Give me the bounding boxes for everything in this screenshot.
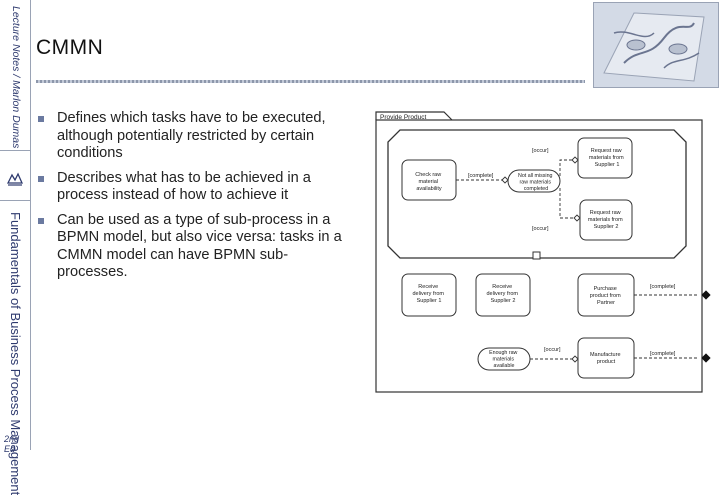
sidebar-divider [0,150,30,151]
connector-label: [complete] [468,173,494,179]
connector [559,159,572,176]
svg-text:Enough raw materials: Enough raw materials available [489,350,519,369]
task-request-supplier-1 [577,137,633,179]
exit-criterion-diamond [701,353,711,363]
connector-label: [occur] [544,347,561,353]
exit-criterion-diamond [701,290,711,300]
task-receive-supplier-1 [401,273,457,317]
milestone-missing-materials [507,169,561,193]
task-request-supplier-2 [579,199,633,241]
stage-collapse-marker [532,251,541,260]
bullet-text: Can be used as a type of sub-process in … [57,211,342,281]
svg-text:Purchase product from: Purchase product from Partner [590,286,622,306]
sidebar: Lecture Notes / Marlon Dumas Fundamental… [0,0,31,495]
connector-label: [occur] [532,226,549,232]
bullet-marker [38,175,44,182]
bullet-item: Can be used as a type of sub-process in … [38,212,358,282]
sentry-diamond [501,176,509,184]
svg-text:Not all missing raw mate: Not all missing raw materials completed [518,173,554,192]
page-title: CMMN [36,36,104,59]
connector-label: [complete] [650,351,676,357]
connector-label: [occur] [532,148,549,154]
svg-text:Request raw materials fr: Request raw materials from Supplier 2 [588,210,624,230]
case-plan-tab [375,111,453,121]
bullet-list: Defines which tasks have to be executed,… [38,110,358,289]
sidebar-divider [0,200,30,201]
task-manufacture-product [577,337,635,379]
svg-text:Manufacture product: Manufacture product [590,352,622,365]
case-name: Provide Product [380,114,426,121]
svg-text:Receive delivery from: Receive delivery from Supplier 2 [486,284,519,304]
sentry-diamond [571,355,579,363]
bullet-marker [38,116,44,122]
edition-label: 2nd Ed [4,434,20,454]
title-divider [36,80,585,83]
drawing-hands-image [593,2,719,88]
task-receive-supplier-2 [475,273,531,317]
bullet-text: Describes what has to be achieved in a p… [57,169,311,204]
bullet-text: Defines which tasks have to be executed,… [57,110,326,161]
svg-text:Check raw material: Check raw material availability [415,172,443,192]
series-text: Lecture Notes / Marlon Dumas [10,6,22,149]
bullet-marker [38,217,44,224]
bullet-item: Describes what has to be achieved in a p… [38,170,358,205]
hand-icon [6,172,24,186]
svg-text:Request raw materials fr: Request raw materials from Supplier 1 [589,148,625,168]
sentry-diamond [573,214,581,222]
cmmn-diagram: Provide Product Check raw material avail… [372,108,712,398]
connector-label: [complete] [650,284,676,290]
bullet-item: Defines which tasks have to be executed,… [38,110,358,163]
svg-text:Receive delivery from: Receive delivery from Supplier 1 [412,284,445,304]
connector [559,188,574,219]
